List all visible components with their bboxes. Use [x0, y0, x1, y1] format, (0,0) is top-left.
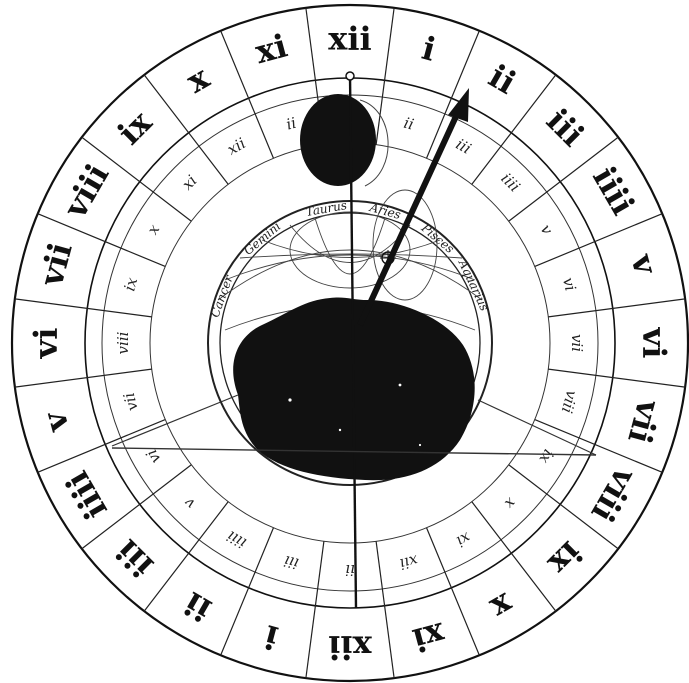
hour-numeral: xii: [328, 629, 371, 667]
star-dot: [419, 444, 421, 446]
moon-disc-icon: [300, 94, 376, 186]
star-dot: [399, 384, 402, 387]
hour-numeral: vi: [636, 327, 674, 359]
star-dot: [339, 429, 341, 431]
hour-numeral: vi: [27, 328, 65, 360]
hour-numeral: xii: [328, 20, 371, 58]
inner-numeral: vii: [568, 334, 586, 352]
inner-numeral: viii: [114, 331, 132, 354]
star-dot: [288, 398, 291, 401]
rod-knob: [346, 72, 354, 80]
inner-numeral: ii: [345, 561, 355, 579]
